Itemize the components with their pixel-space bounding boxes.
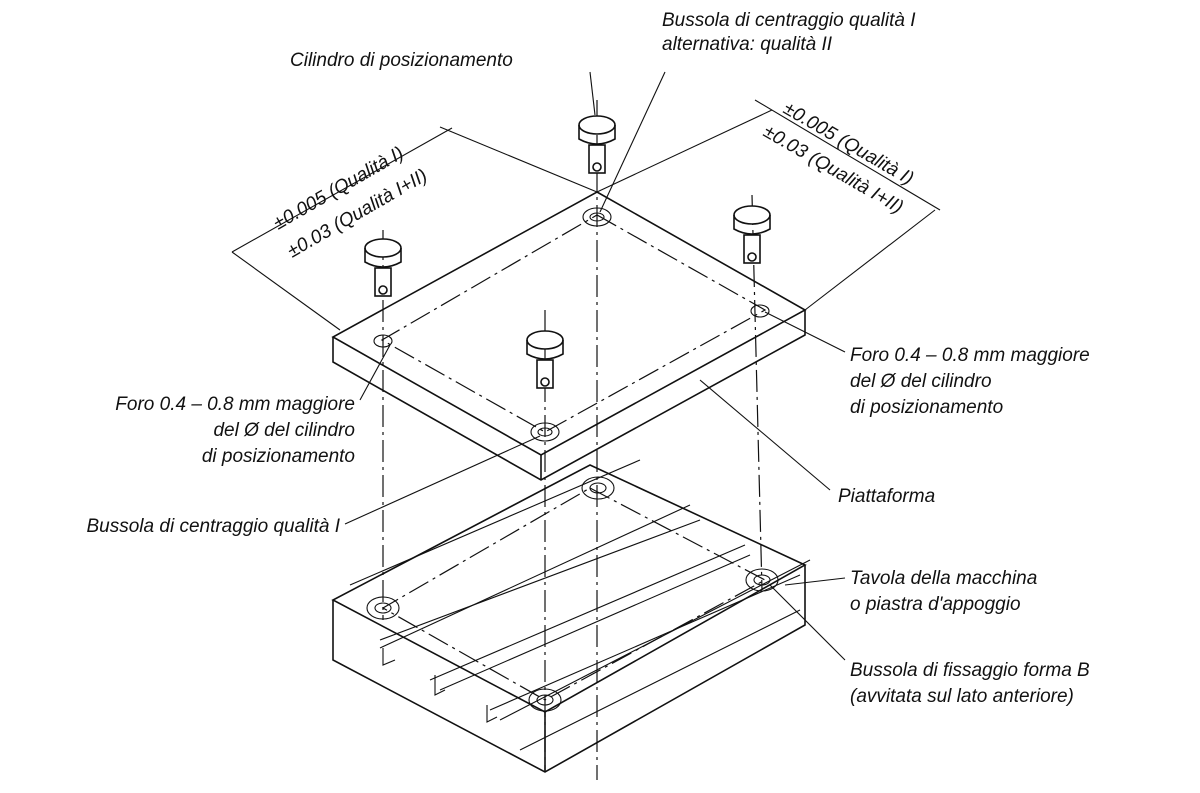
label-foro-right-3: di posizionamento xyxy=(850,397,1003,418)
positioning-pins xyxy=(364,115,771,389)
label-bussola-top-1: Bussola di centraggio qualità I xyxy=(662,10,916,31)
label-tavola-1: Tavola della macchina xyxy=(850,568,1037,589)
label-piattaforma: Piattaforma xyxy=(838,486,935,507)
label-foro-left-2: del Ø del cilindro xyxy=(213,420,355,441)
label-bussola-left: Bussola di centraggio qualità I xyxy=(87,516,341,537)
label-bussola-top-2: alternativa: qualità II xyxy=(662,34,833,55)
label-fissaggio-1: Bussola di fissaggio forma B xyxy=(850,660,1090,681)
label-foro-right-1: Foro 0.4 – 0.8 mm maggiore xyxy=(850,345,1090,366)
platform xyxy=(331,191,807,481)
machine-table xyxy=(331,459,811,773)
label-foro-left-3: di posizionamento xyxy=(202,446,355,467)
label-cilindro: Cilindro di posizionamento xyxy=(290,50,513,71)
bushings xyxy=(366,207,779,712)
label-fissaggio-2: (avvitata sul lato anteriore) xyxy=(850,686,1074,707)
dimension-lines xyxy=(231,71,941,661)
label-foro-right-2: del Ø del cilindro xyxy=(850,371,992,392)
label-tavola-2: o piastra d'appoggio xyxy=(850,594,1021,615)
label-foro-left-1: Foro 0.4 – 0.8 mm maggiore xyxy=(115,394,355,415)
